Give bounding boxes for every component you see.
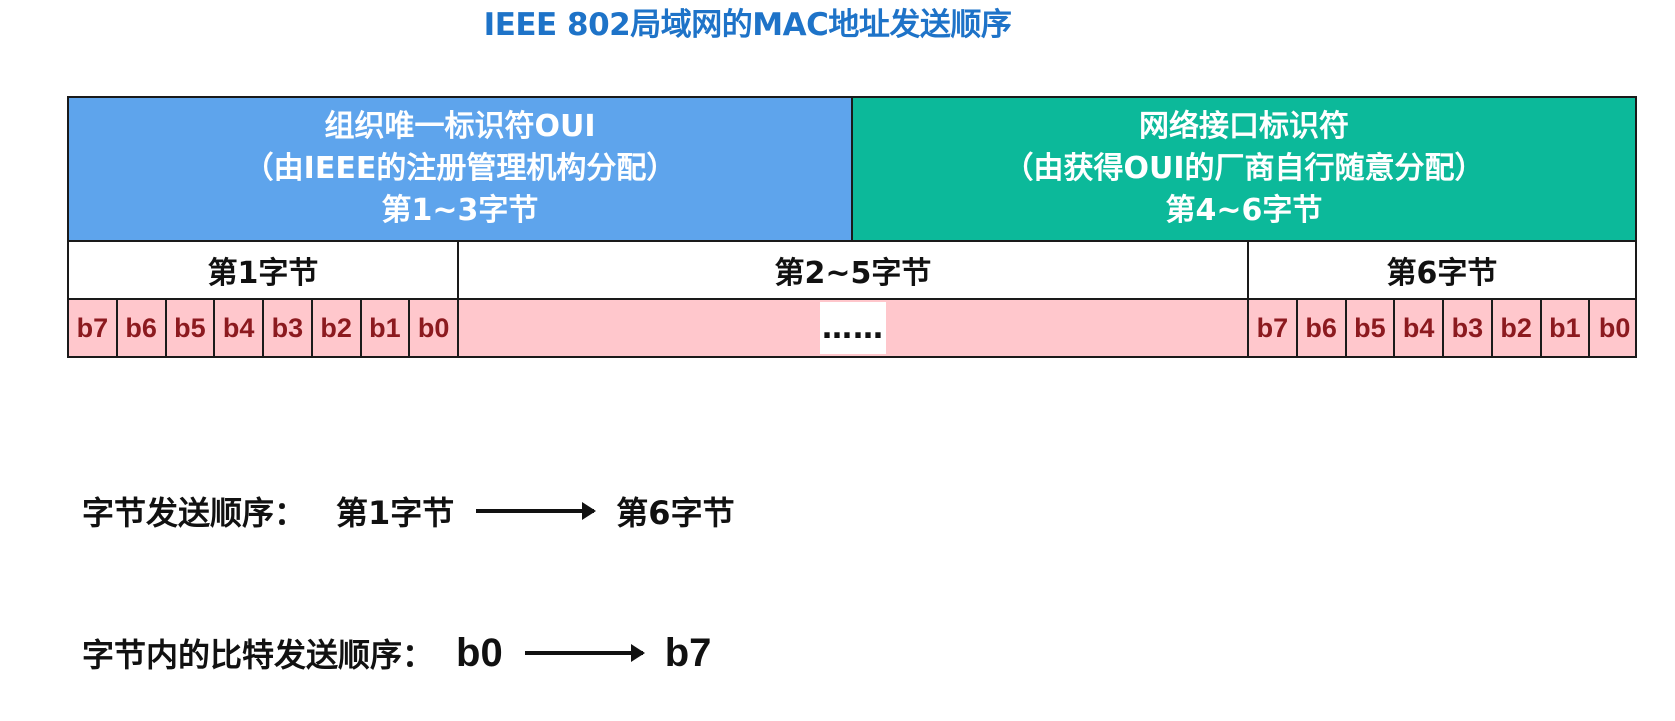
bit-cell: b3 xyxy=(1444,300,1493,356)
byte-6-bits: b7 b6 b5 b4 b3 b2 b1 b0 xyxy=(1247,300,1639,356)
byte-order-from: 第1字节 xyxy=(336,494,455,532)
bit-cell: b2 xyxy=(313,300,362,356)
bit-row: b7 b6 b5 b4 b3 b2 b1 b0 …… b7 b6 b5 b4 b… xyxy=(67,298,1637,358)
nic-assigner: （由获得OUI的厂商自行随意分配） xyxy=(1003,151,1485,186)
mac-address-diagram: 组织唯一标识符OUI （由IEEE的注册管理机构分配） 第1~3字节 网络接口标… xyxy=(67,96,1637,360)
byte-order-label: 字节发送顺序： xyxy=(82,494,307,532)
nic-header: 网络接口标识符 （由获得OUI的厂商自行随意分配） 第4~6字节 xyxy=(851,96,1637,242)
bit-cell: b6 xyxy=(1298,300,1347,356)
byte-2-5-label: 第2~5字节 xyxy=(457,240,1249,300)
byte-1-label: 第1字节 xyxy=(67,240,459,300)
byte-order-line: 字节发送顺序： 第1字节 第6字节 xyxy=(82,488,735,534)
oui-assigner: （由IEEE的注册管理机构分配） xyxy=(243,151,677,186)
bit-cell: b0 xyxy=(410,300,459,356)
right-arrow-icon xyxy=(476,502,597,520)
bit-cell: b5 xyxy=(1347,300,1396,356)
right-arrow-icon xyxy=(524,644,645,662)
bit-cell: b7 xyxy=(1249,300,1298,356)
bit-cell: b7 xyxy=(69,300,118,356)
bit-cell: b4 xyxy=(1395,300,1444,356)
bit-cell: b2 xyxy=(1493,300,1542,356)
bit-cell: b5 xyxy=(167,300,216,356)
bit-order-from: b0 xyxy=(456,630,503,675)
nic-title: 网络接口标识符 xyxy=(1139,109,1349,144)
nic-bytes: 第4~6字节 xyxy=(1165,193,1323,228)
oui-bytes: 第1~3字节 xyxy=(381,193,539,228)
oui-title: 组织唯一标识符OUI xyxy=(324,109,596,144)
byte-order-to: 第6字节 xyxy=(616,494,735,532)
byte-6-label: 第6字节 xyxy=(1247,240,1637,300)
bit-order-label: 字节内的比特发送顺序： xyxy=(82,636,435,674)
bit-order-line: 字节内的比特发送顺序： b0 b7 xyxy=(82,628,711,678)
bit-cell: b4 xyxy=(215,300,264,356)
bit-cell: b1 xyxy=(1542,300,1591,356)
diagram-title: IEEE 802局域网的MAC地址发送顺序 xyxy=(483,7,1012,43)
bit-cell: b6 xyxy=(118,300,167,356)
middle-bytes-ellipsis: …… xyxy=(820,302,886,354)
bit-cell: b1 xyxy=(362,300,411,356)
bit-cell: b3 xyxy=(264,300,313,356)
oui-header: 组织唯一标识符OUI （由IEEE的注册管理机构分配） 第1~3字节 xyxy=(67,96,853,242)
bit-cell: b0 xyxy=(1598,312,1631,343)
byte-1-bits: b7 b6 b5 b4 b3 b2 b1 b0 xyxy=(69,300,459,356)
bit-order-to: b7 xyxy=(664,630,712,675)
